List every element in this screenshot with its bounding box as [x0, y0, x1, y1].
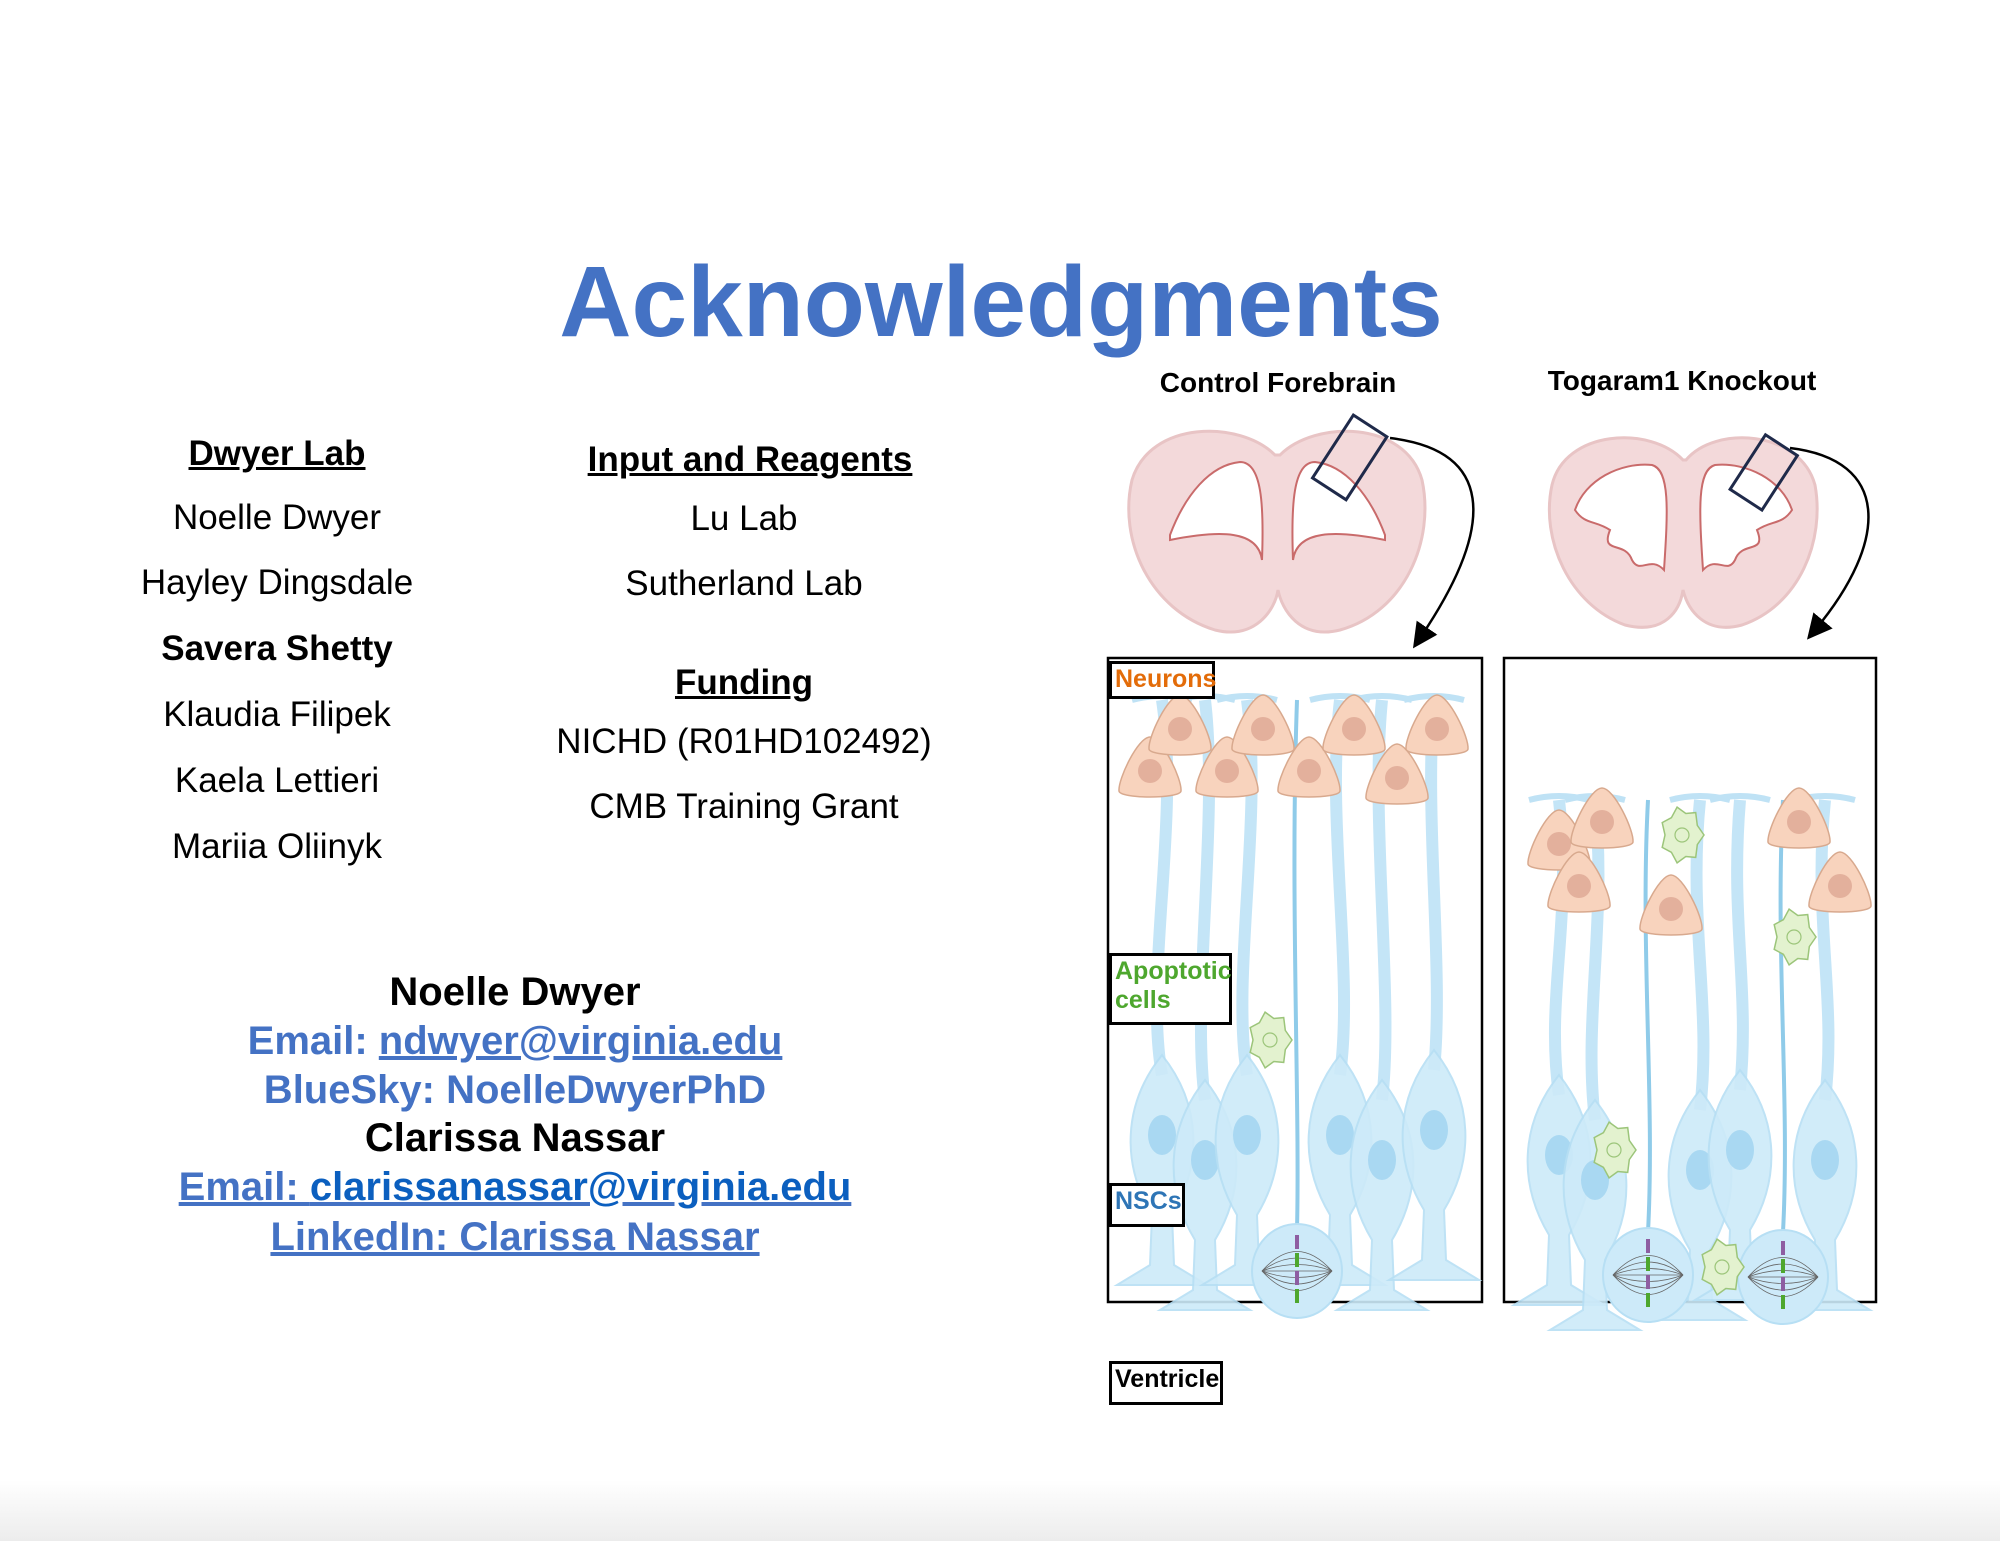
- control-forebrain-label: Control Forebrain: [1159, 367, 1397, 398]
- neurons-tag: Neurons: [1109, 661, 1217, 699]
- email-link-2[interactable]: clarissanassar@virginia.edu: [309, 1165, 852, 1209]
- bluesky-handle: BlueSky: NoelleDwyerPhD: [263, 1068, 767, 1112]
- funding-source: CMB Training Grant: [589, 787, 899, 826]
- member-name: Kaela Lettieri: [174, 761, 380, 800]
- dwyer-lab-heading: Dwyer Lab: [188, 434, 366, 473]
- ventricle-label: Ventricle: [1115, 1365, 1220, 1393]
- ventricle-tag: Ventricle: [1109, 1361, 1223, 1405]
- control-brain-section: [1127, 413, 1475, 649]
- bottom-fade: [0, 1480, 2000, 1541]
- email-label: Email:: [247, 1019, 379, 1063]
- member-name: Noelle Dwyer: [172, 498, 382, 537]
- input-reagents-heading: Input and Reagents: [587, 440, 913, 479]
- reagent-source: Lu Lab: [690, 499, 798, 538]
- apoptotic-cell: [1773, 907, 1817, 967]
- apoptotic-cell: [1249, 1010, 1293, 1070]
- email-label: Email:: [178, 1165, 310, 1209]
- nsc-cell: [1776, 1078, 1874, 1311]
- apoptotic-cell: [1661, 805, 1705, 865]
- nscs-label: NSCs: [1115, 1187, 1182, 1215]
- email-link-1[interactable]: ndwyer@virginia.edu: [378, 1019, 783, 1063]
- nsc-cell: [1198, 1053, 1296, 1286]
- reagent-source: Sutherland Lab: [625, 564, 863, 603]
- nsc-cell: [1691, 1068, 1789, 1301]
- contact-name-2: Clarissa Nassar: [364, 1116, 666, 1160]
- contact-name-1: Noelle Dwyer: [389, 970, 641, 1014]
- knockout-brain-section: [1547, 432, 1870, 640]
- linkedin-link[interactable]: LinkedIn: Clarissa Nassar: [270, 1215, 760, 1259]
- member-name: Hayley Dingsdale: [140, 563, 414, 602]
- nscs-tag: NSCs: [1109, 1183, 1185, 1227]
- nsc-cell: [1385, 1048, 1483, 1281]
- apoptotic-tag: Apoptotic cells: [1109, 953, 1232, 1025]
- page-title: Acknowledgments: [559, 246, 1443, 358]
- apoptotic-cell: [1593, 1120, 1637, 1180]
- funding-source: NICHD (R01HD102492): [556, 722, 932, 761]
- knockout-label: Togaram1 Knockout: [1547, 365, 1817, 396]
- contact-email-2[interactable]: Email: clarissanassar@virginia.edu: [179, 1167, 852, 1207]
- apoptotic-label: Apoptotic cells: [1115, 957, 1232, 1014]
- member-name: Savera Shetty: [161, 629, 393, 668]
- member-name: Mariia Oliinyk: [171, 827, 383, 866]
- arrow-icon: [1789, 446, 1870, 640]
- contact-email-1: Email: ndwyer@virginia.edu: [248, 1021, 783, 1061]
- funding-heading: Funding: [674, 663, 814, 702]
- neurons-label: Neurons: [1115, 665, 1217, 693]
- member-name: Klaudia Filipek: [163, 695, 391, 734]
- apoptotic-cell: [1701, 1237, 1745, 1297]
- arrow-icon: [1389, 436, 1475, 649]
